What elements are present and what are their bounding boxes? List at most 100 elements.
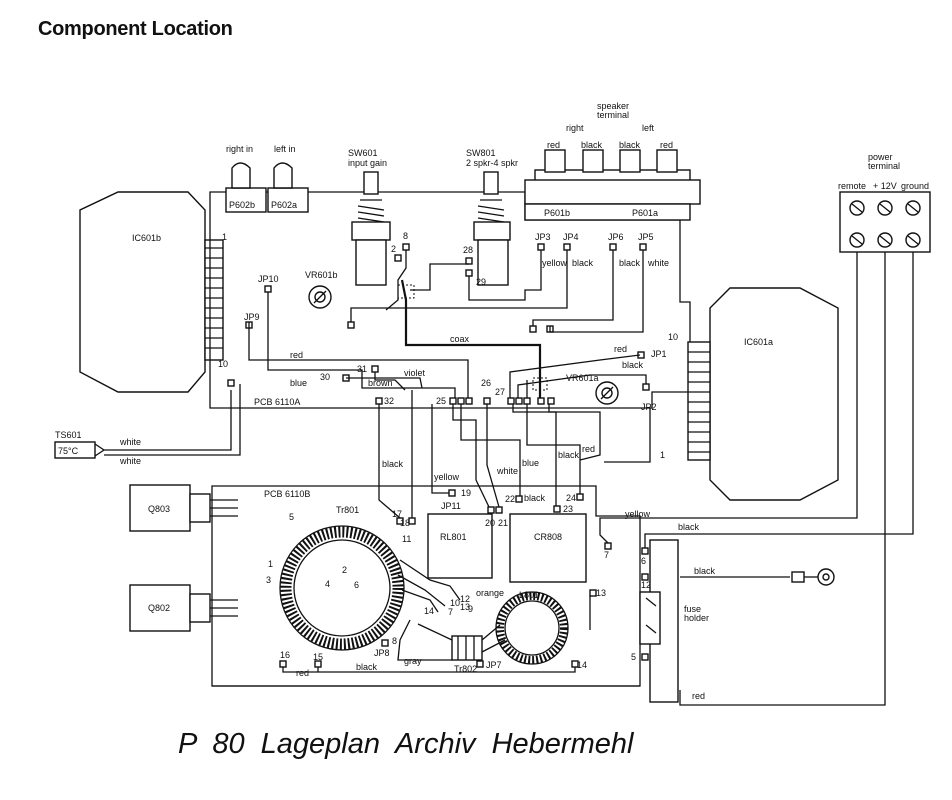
ic601b-heatsink (79, 191, 206, 393)
rl801-label: RL801 (440, 532, 467, 542)
vr601b-potentiometer (308, 285, 332, 309)
wire-color-label: red (547, 140, 560, 150)
cr808-rectifier (509, 513, 587, 583)
wire-color-label: black (619, 140, 641, 150)
tr802-transformer (451, 635, 483, 661)
wire-color-label: red (614, 344, 627, 354)
vr601a-potentiometer (595, 381, 619, 405)
q802-label: Q802 (148, 603, 170, 613)
pcb6110a-label: PCB 6110A (254, 397, 300, 407)
wire-color-label: black (622, 360, 644, 370)
page-title: Component Location (38, 18, 233, 40)
speaker-right-label: right (566, 123, 584, 133)
coax-cable-shield (397, 284, 548, 391)
wire-color-label: red (582, 444, 595, 454)
rl801-relay (427, 513, 493, 579)
jp4-label: JP4 (563, 232, 579, 242)
wire-color-label: yellow (625, 509, 651, 519)
fuse-holder (639, 539, 679, 703)
point-label: 18 (400, 518, 410, 528)
pcb6110b-points (279, 489, 597, 668)
jp9-label: JP9 (244, 312, 260, 322)
power-wires (212, 252, 914, 706)
fuse-point (641, 573, 649, 581)
ts601-sensor (54, 384, 241, 459)
point-label: 7 (604, 550, 609, 560)
sw801-switch (473, 171, 511, 286)
inter-board-wires (378, 390, 601, 519)
point-label: 19 (461, 488, 471, 498)
ground-label: ground (901, 181, 929, 191)
point-label: 5 (631, 652, 636, 662)
wire-color-label: black (558, 450, 580, 460)
right-in-label: right in (226, 144, 253, 154)
point-label: 9 (468, 604, 473, 614)
jp6-label: JP6 (608, 232, 624, 242)
power-terminal-label-2: terminal (868, 161, 900, 171)
wire-color-label: orange (476, 588, 504, 598)
pin-label: 1 (222, 232, 227, 242)
coax-cable (400, 279, 542, 398)
wire-color-label: red (692, 691, 705, 701)
wire-color-label: red (290, 350, 303, 360)
ic601a-label: IC601a (744, 337, 773, 347)
power-terminal-label: power (868, 152, 893, 162)
jp3-label: JP3 (535, 232, 551, 242)
point-label: 7 (448, 607, 453, 617)
wire-color-label: black (382, 459, 404, 469)
point-label: 28 (463, 245, 473, 255)
fuse-holder-label-2: holder (684, 613, 709, 623)
point-label: 6 (354, 580, 359, 590)
point-label: 22 (505, 494, 515, 504)
point-label: 1 (268, 559, 273, 569)
ts601-label: TS601 (55, 430, 82, 440)
ic601a-heatsink (709, 287, 839, 501)
speaker-terminal-label-2: terminal (597, 110, 629, 120)
point-label: 2 (342, 565, 347, 575)
jp7-label: JP7 (486, 660, 502, 670)
left-in-label: left in (274, 144, 296, 154)
fuse-point (641, 547, 649, 555)
wire-color-label: black (581, 140, 603, 150)
ic601b-pins (204, 239, 224, 361)
point-label: 14 (577, 660, 587, 670)
wire-color-label: yellow (434, 472, 460, 482)
point-label: 4 (325, 579, 330, 589)
point-label: 29 (476, 277, 486, 287)
pin-label: 10 (218, 359, 228, 369)
q802-transistor (129, 584, 238, 632)
point-label: 25 (436, 396, 446, 406)
wire-color-label: red (296, 668, 309, 678)
sw801-label: SW801 (466, 148, 496, 158)
p602b-label: P602b (229, 200, 255, 210)
point-label: 15 (313, 652, 323, 662)
pcb6110a-wiring (248, 250, 647, 398)
point-label: 2 (391, 244, 396, 254)
remote-label: remote (838, 181, 866, 191)
p602a-jack (267, 162, 309, 213)
jp5-label: JP5 (638, 232, 654, 242)
wire-color-label: black (694, 566, 716, 576)
fuse-holder-label: fuse (684, 604, 701, 614)
wire-color-label: white (647, 258, 669, 268)
wire-color-label: brown (368, 378, 393, 388)
point-label: 10 (450, 598, 460, 608)
wire-color-label: black (619, 258, 641, 268)
jp11-label: JP11 (441, 501, 461, 511)
wire-color-label: white (119, 437, 141, 447)
sw601-desc: input gain (348, 158, 387, 168)
point-7 (604, 542, 612, 550)
point-label: 32 (384, 396, 394, 406)
tr801-label: Tr801 (336, 505, 359, 515)
fuse-point (641, 653, 649, 661)
point-label: 20 (485, 518, 495, 528)
speaker-terminal-block (524, 149, 701, 221)
point-label: 11 (402, 534, 411, 544)
ground-lug (791, 568, 835, 586)
vr601b-label: VR601b (305, 270, 338, 280)
l801-label: L801 (519, 590, 539, 600)
jp1-label: JP1 (651, 349, 667, 359)
pcb6110b-label: PCB 6110B (264, 489, 310, 499)
jp2-label: JP2 (641, 402, 657, 412)
